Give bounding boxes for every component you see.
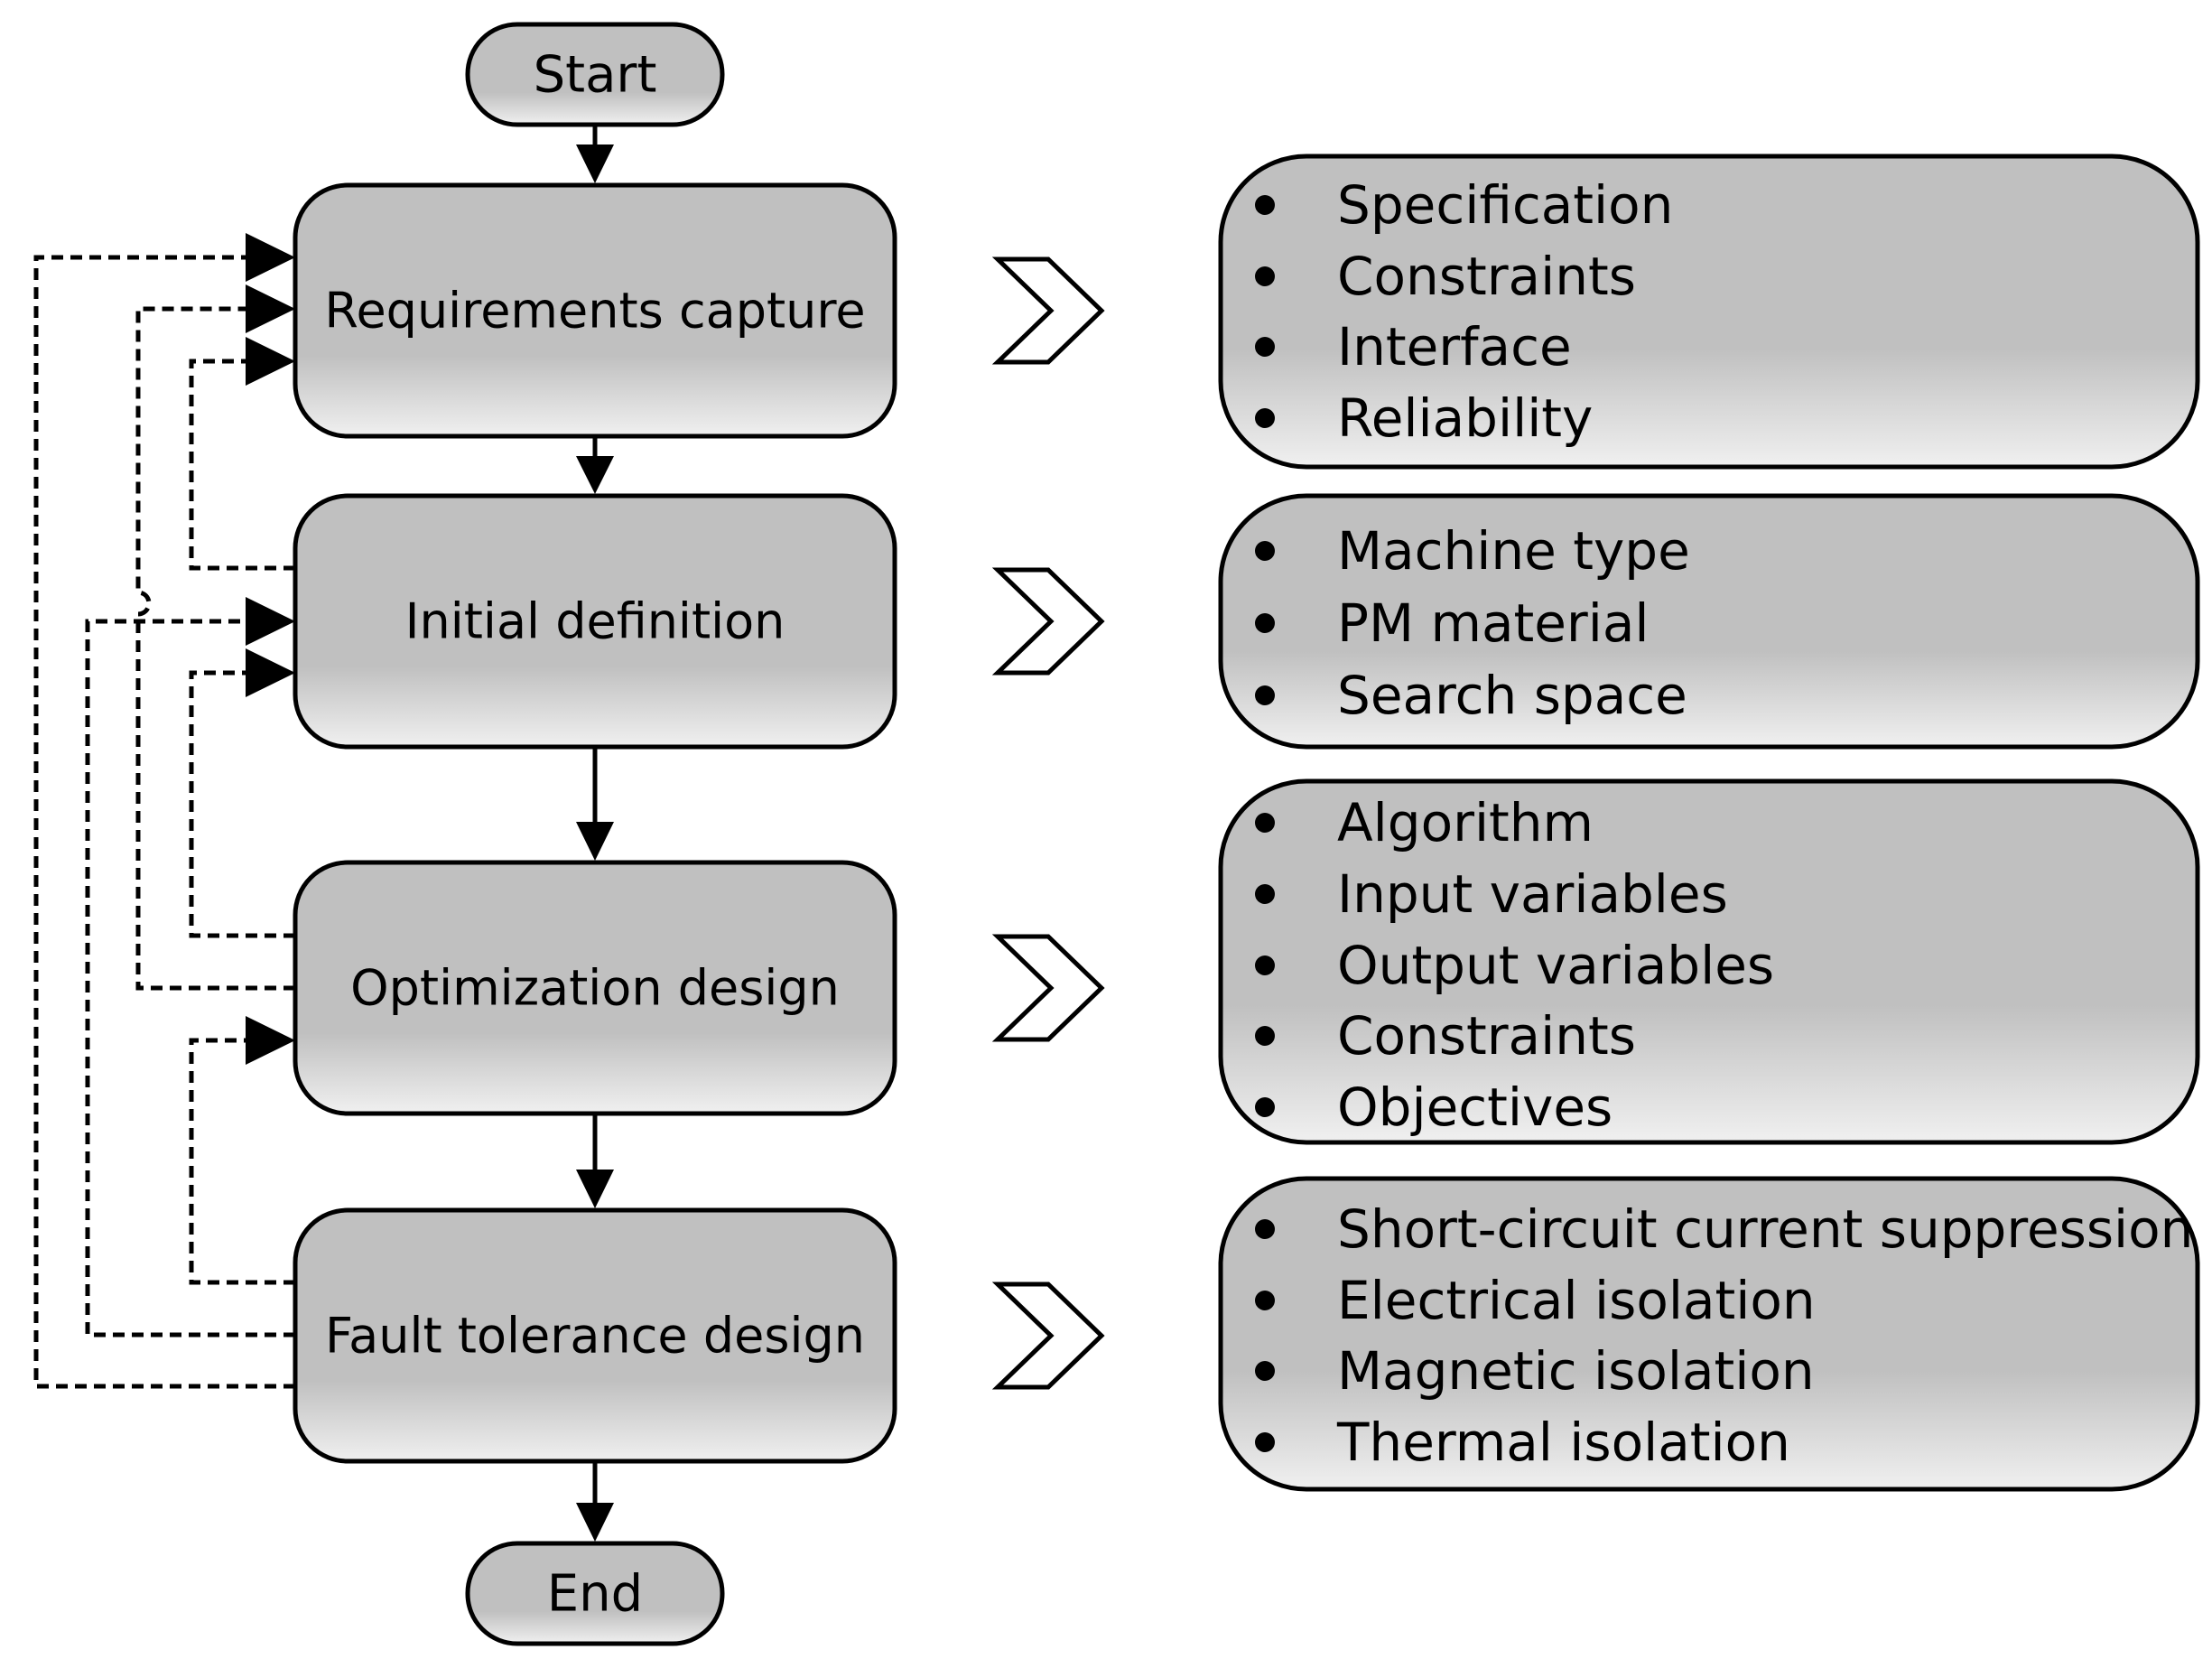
chevron-connectors: [991, 256, 1105, 1390]
bullet-list: Machine type PM material Search space: [1255, 520, 1690, 726]
list-item: Specification: [1337, 174, 1673, 236]
detail-panel-initial-definition: Machine type PM material Search space: [1218, 493, 2200, 750]
feedback-path-initial-to-requirements: [189, 359, 295, 571]
step-fault-tolerance-design: Fault tolerance design: [293, 1207, 897, 1464]
feedback-path-fault-to-initial: [85, 619, 295, 1337]
bullet-dot: [1255, 1432, 1275, 1452]
bullet-list: Specification Constraints Interface Reli…: [1255, 174, 1673, 449]
detail-panel-requirements: Specification Constraints Interface Reli…: [1218, 154, 2200, 470]
bullet-dot: [1255, 1097, 1275, 1117]
feedback-arrowhead: [246, 648, 295, 697]
bullet-list: Short-circuit current suppression Electr…: [1255, 1198, 2193, 1473]
list-item: Magnetic isolation: [1337, 1340, 1815, 1402]
bullet-dot: [1255, 266, 1275, 286]
arrow-optimization-to-fault: [576, 1114, 614, 1208]
end-label: End: [547, 1565, 643, 1624]
step-requirements-capture: Requirements capture: [293, 182, 897, 439]
feedback-arrowhead: [246, 597, 295, 646]
end-terminal: End: [465, 1541, 725, 1646]
feedback-path-fault-to-optimization: [189, 1038, 295, 1285]
feedback-arrowhead: [246, 284, 295, 333]
bullet-dot: [1255, 1361, 1275, 1381]
bullet-dot: [1255, 613, 1275, 633]
step-label: Optimization design: [350, 960, 840, 1017]
list-item: Output variables: [1337, 935, 1774, 996]
feedback-path-fault-to-requirements: [33, 255, 295, 1389]
bullet-dot: [1255, 813, 1275, 833]
list-item: Objectives: [1337, 1076, 1613, 1138]
flow-arrows: [576, 125, 614, 1542]
bullet-dot: [1255, 337, 1275, 357]
chevron-right-icon: [991, 256, 1105, 365]
chevron-right-icon: [991, 1282, 1105, 1390]
arrow-start-to-requirements: [576, 125, 614, 183]
list-item: Input variables: [1337, 863, 1728, 925]
list-item: Short-circuit current suppression: [1337, 1198, 2193, 1260]
list-item: Constraints: [1337, 1005, 1636, 1067]
bullet-dot: [1255, 1026, 1275, 1046]
feedback-path-optimization-to-initial: [189, 670, 295, 938]
feedback-arrowhead: [246, 233, 295, 282]
arrow-requirements-to-initial: [576, 436, 614, 494]
step-label: Fault tolerance design: [325, 1308, 865, 1365]
bullet-dot: [1255, 685, 1275, 705]
bullet-dot: [1255, 408, 1275, 428]
chevron-right-icon: [991, 934, 1105, 1042]
feedback-arrowhead: [246, 337, 295, 386]
list-item: Thermal isolation: [1336, 1412, 1790, 1473]
list-item: Machine type: [1337, 520, 1690, 582]
start-terminal: Start: [465, 22, 725, 127]
feedback-arrowhead: [246, 1016, 295, 1065]
list-item: Reliability: [1337, 387, 1593, 449]
feedback-arrowheads: [246, 233, 295, 1065]
step-label: Initial definition: [405, 593, 785, 650]
step-optimization-design: Optimization design: [293, 860, 897, 1116]
detail-panel-optimization: Algorithm Input variables Output variabl…: [1218, 778, 2200, 1145]
feedback-loops: [33, 255, 295, 1389]
bullet-dot: [1255, 955, 1275, 975]
detail-panel-fault-tolerance: Short-circuit current suppression Electr…: [1218, 1176, 2200, 1492]
bullet-dot: [1255, 195, 1275, 215]
start-label: Start: [534, 46, 657, 105]
arrow-initial-to-optimization: [576, 747, 614, 861]
feedback-path-optimization-to-requirements: [135, 306, 295, 991]
list-item: Algorithm: [1337, 792, 1594, 853]
list-item: Constraints: [1337, 246, 1636, 307]
chevron-right-icon: [991, 567, 1105, 676]
list-item: Electrical isolation: [1337, 1270, 1816, 1331]
bullet-list: Algorithm Input variables Output variabl…: [1255, 792, 1774, 1138]
step-label: Requirements capture: [324, 283, 865, 340]
bullet-dot: [1255, 884, 1275, 904]
bullet-dot: [1255, 541, 1275, 561]
list-item: Interface: [1337, 316, 1572, 377]
list-item: Search space: [1337, 665, 1687, 726]
bullet-dot: [1255, 1291, 1275, 1310]
step-initial-definition: Initial definition: [293, 493, 897, 750]
list-item: PM material: [1337, 592, 1650, 654]
bullet-dot: [1255, 1219, 1275, 1239]
arrow-fault-to-end: [576, 1461, 614, 1542]
